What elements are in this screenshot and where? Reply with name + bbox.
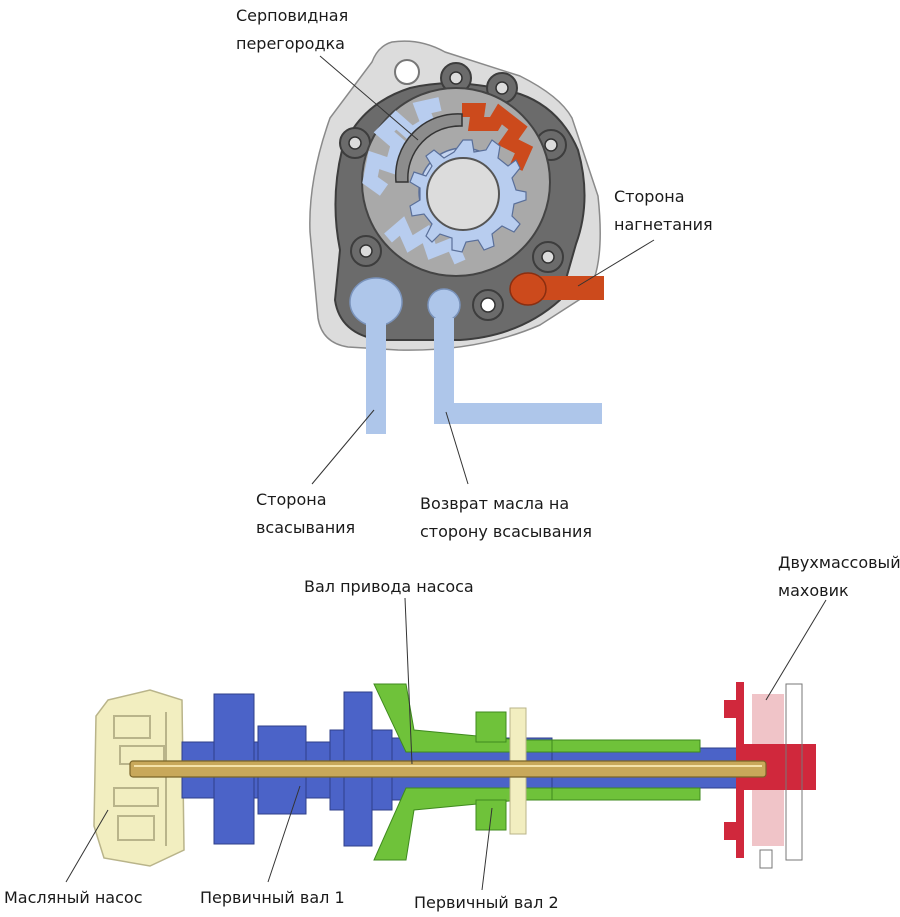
- pressure-side-label: Сторона нагнетания: [614, 183, 713, 239]
- crescent-partition: [394, 113, 463, 183]
- drivetrain-section: [65, 597, 827, 891]
- bolt-hole-icon: [449, 71, 463, 85]
- flywheel-label-line-2: маховик: [778, 581, 849, 600]
- suction-side-label-line-2: всасывания: [256, 518, 356, 537]
- leader-lines-top: [311, 55, 655, 485]
- suction-side-label-line-1: Сторона: [256, 490, 327, 509]
- pressure-side-label-line-1: Сторона: [614, 187, 685, 206]
- pump-drive-shaft-label: Вал привода насоса: [304, 577, 474, 596]
- pump-front-view: [309, 40, 655, 485]
- input-shaft-1-label: Первичный вал 1: [200, 888, 345, 907]
- bolt-hole-icon: [480, 297, 496, 313]
- bolt-hole-icon: [541, 250, 555, 264]
- crescent-label-line-2: перегородка: [236, 34, 345, 53]
- suction-ports: [349, 277, 602, 434]
- oil-return-label-line-2: сторону всасывания: [420, 522, 593, 541]
- leader-lines-bottom: [65, 597, 827, 891]
- suction-pipe: [366, 322, 386, 434]
- pressure-side-label-line-2: нагнетания: [614, 215, 713, 234]
- bolt-hole-icon: [544, 138, 558, 152]
- oil-return-pipe: [434, 318, 454, 424]
- crescent-label-line-1: Серповидная: [236, 6, 349, 25]
- shaft-bore-icon: [426, 157, 500, 231]
- crescent-label: Серповидная перегородка: [236, 2, 348, 58]
- oil-return-pipe-horizontal: [434, 403, 602, 424]
- pump-drive-shaft: [129, 760, 767, 778]
- inner-gear: [409, 139, 527, 253]
- input-shaft-2-section: [373, 683, 701, 861]
- oil-return-label-line-1: Возврат масла на: [420, 494, 570, 513]
- input-shaft-2-label: Первичный вал 2: [414, 893, 559, 912]
- oil-return-label: Возврат масла на сторону всасывания: [420, 490, 592, 546]
- bolt-hole-icon: [348, 136, 362, 150]
- flywheel-label: Двухмассовый маховик: [778, 549, 900, 605]
- bolt-hole-icon: [495, 81, 509, 95]
- flywheel-label-line-1: Двухмассовый: [778, 553, 900, 572]
- pressure-outlet: [509, 272, 604, 306]
- suction-side-label: Сторона всасывания: [256, 486, 355, 542]
- bolt-hole-icon: [359, 244, 373, 258]
- oil-pump-section: [93, 689, 185, 867]
- mount-hole-icon: [394, 59, 420, 85]
- oil-pump-label: Масляный насос: [4, 888, 143, 907]
